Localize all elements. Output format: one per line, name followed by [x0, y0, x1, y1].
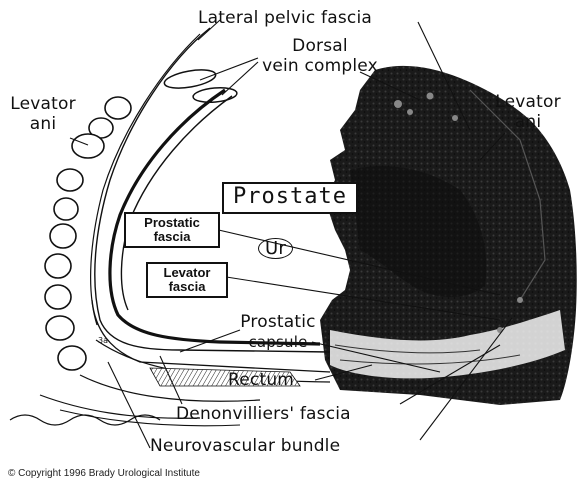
copyright-notice: © Copyright 1996 Brady Urological Instit… — [8, 468, 200, 479]
label-levator-fascia-line1: Levator — [151, 266, 223, 280]
label-small-marker: 3a — [98, 336, 108, 345]
label-prostatic-fascia-box: Prostatic fascia — [124, 212, 220, 248]
label-dorsal-vein-line1: Dorsal — [250, 38, 390, 55]
label-prostatic-fascia-line1: Prostatic — [129, 216, 215, 230]
label-levator-fascia-box: Levator fascia — [146, 262, 228, 298]
label-rectum: Rectum — [228, 372, 294, 389]
label-prostatic-capsule-line1: Prostatic — [226, 314, 330, 331]
label-dorsal-vein-line2: vein complex — [250, 58, 390, 75]
label-levator-fascia-line2: fascia — [151, 280, 223, 294]
label-neurovascular-bundle: Neurovascular bundle — [150, 438, 340, 455]
label-levator-ani-right-line2: ani — [478, 114, 578, 131]
label-prostatic-capsule-line2: capsule — [226, 334, 330, 351]
dorsal-vein-ovals — [163, 67, 238, 104]
label-lateral-pelvic-fascia: Lateral pelvic fascia — [198, 10, 372, 27]
label-levator-ani-right-line1: Levator — [478, 94, 578, 111]
label-levator-ani-left-line2: ani — [4, 116, 82, 133]
label-levator-ani-left-line1: Levator — [4, 96, 82, 113]
label-denonvilliers-fascia: Denonvilliers' fascia — [176, 406, 351, 423]
label-prostate: Prostate — [222, 182, 358, 214]
label-prostatic-fascia-line2: fascia — [129, 230, 215, 244]
levator-ani-ovals — [45, 97, 131, 370]
label-urethra: Ur — [258, 238, 293, 259]
